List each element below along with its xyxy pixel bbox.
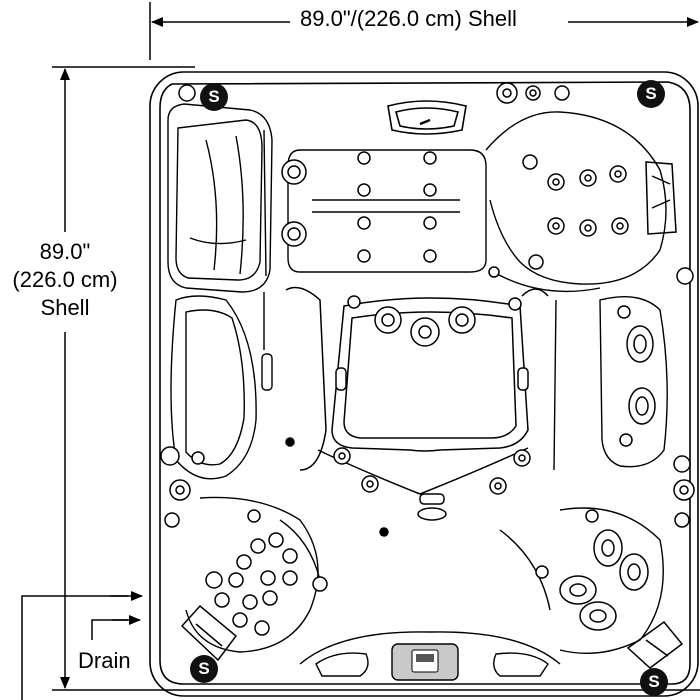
- suction-icon-top-right: S: [637, 80, 665, 108]
- bottom-right-seat: [499, 507, 664, 654]
- bottom-right-headrest: [626, 620, 684, 669]
- top-right-jets: [488, 154, 629, 278]
- drain-label: Drain: [78, 648, 131, 673]
- width-dimension-label: 89.0"/(226.0 cm) Shell: [300, 6, 517, 31]
- top-fittings: [178, 82, 694, 285]
- height-label-line3: Shell: [40, 295, 90, 320]
- width-dimension: [149, 2, 699, 60]
- height-dimension: [52, 66, 700, 691]
- height-label-line2: (226.0 cm): [12, 267, 118, 292]
- suction-icon-top-left: S: [200, 83, 228, 111]
- suction-icon-bottom-right: S: [640, 668, 668, 696]
- drain-pointer: [21, 591, 143, 700]
- footwell: [285, 286, 549, 495]
- left-seat: [170, 292, 273, 480]
- right-seat: [553, 295, 668, 471]
- top-seat-jets: [281, 151, 437, 263]
- right-wall-jets: [617, 305, 695, 528]
- bottom-step: [299, 631, 561, 677]
- suction-icon-bottom-left: S: [190, 655, 218, 683]
- bottom-left-seat: [185, 496, 321, 653]
- height-dimension-label: 89.0" (226.0 cm) Shell: [6, 238, 124, 322]
- top-seat: [287, 149, 487, 273]
- footwell-jets: [285, 295, 531, 537]
- control-panel-icon: [391, 643, 459, 681]
- bottom-left-headrest: [180, 604, 238, 662]
- waterfall-icon: [387, 100, 467, 135]
- bottom-right-jets: [535, 509, 649, 631]
- bottom-left-jets: [205, 509, 328, 636]
- height-label-line1: 89.0": [39, 239, 91, 264]
- right-headrest: [645, 161, 677, 235]
- spa-shell: [149, 71, 699, 697]
- lounge-seat: [167, 103, 273, 293]
- left-wall-jets: [160, 446, 205, 528]
- top-right-seat: [485, 111, 667, 293]
